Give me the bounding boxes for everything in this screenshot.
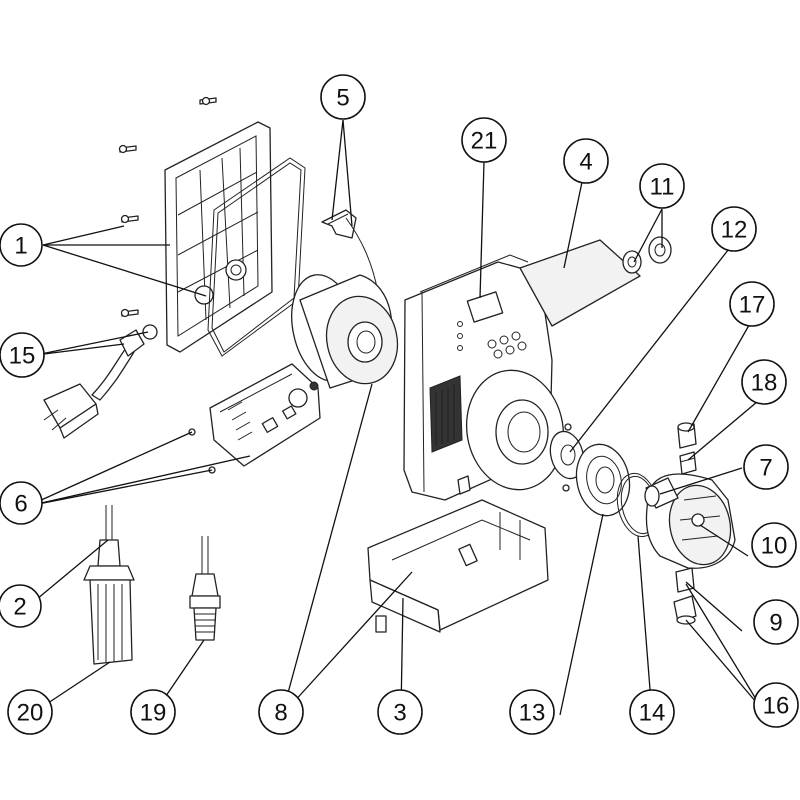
back-cover-plate [164,121,273,353]
callout-label: 4 [579,149,592,176]
callout-21: 21 [461,117,507,163]
motor-drive-unit [291,217,399,389]
retaining-clip [321,209,357,239]
callout-16: 16 [753,682,799,728]
callout-label: 17 [739,292,766,319]
callout-2: 2 [0,584,42,628]
callout-12: 12 [711,206,757,252]
suction-valve [673,567,697,625]
callout-18: 18 [741,359,787,405]
callout-6: 6 [0,481,43,525]
callout-10: 10 [751,522,797,568]
callout-7: 7 [743,444,789,490]
callout-label: 5 [336,85,349,112]
callout-14: 14 [629,689,675,735]
callout-label: 12 [721,217,748,244]
callout-5: 5 [320,74,366,120]
cover-gasket [207,157,306,357]
diaphragm [575,443,631,517]
cable-glands [622,236,672,274]
front-label [519,239,641,327]
callout-label: 8 [274,700,287,727]
callout-label: 21 [471,128,498,155]
injection-valve [189,536,221,641]
callout-label: 18 [751,370,778,397]
callout-3: 3 [377,689,423,735]
callout-label: 15 [9,343,36,370]
callout-label: 9 [769,610,782,637]
keypad-buttons [457,321,527,359]
callout-label: 11 [650,174,675,201]
circuit-board [209,363,321,467]
callout-label: 3 [393,700,406,727]
pump-housing [403,254,565,501]
callout-11: 11 [639,163,685,209]
callout-19: 19 [130,689,176,735]
foot-valve-filter [83,505,135,665]
callout-label: 14 [639,700,666,727]
callout-label: 16 [763,693,790,720]
callout-4: 4 [563,138,609,184]
callout-17: 17 [729,281,775,327]
callout-label: 1 [14,233,27,260]
wall-bracket [367,499,549,633]
callout-15: 15 [0,332,45,378]
callout-20: 20 [7,689,53,735]
callout-label: 6 [14,491,27,518]
callout-bubbles: 1 2 3 4 5 6 7 8 9 10 11 12 13 14 15 16 1… [0,74,799,735]
callout-label: 20 [17,700,44,727]
callout-label: 10 [761,533,788,560]
cover-screws [118,96,217,318]
callout-label: 7 [759,455,772,482]
callout-9: 9 [753,599,799,645]
callout-1: 1 [0,223,43,267]
callout-label: 2 [13,594,26,621]
discharge-valve [677,422,697,475]
callout-label: 13 [519,700,546,727]
callout-8: 8 [258,689,304,735]
seal-flange [549,423,585,492]
callout-label: 19 [140,700,167,727]
leader-lines [27,119,765,716]
callout-13: 13 [509,689,555,735]
